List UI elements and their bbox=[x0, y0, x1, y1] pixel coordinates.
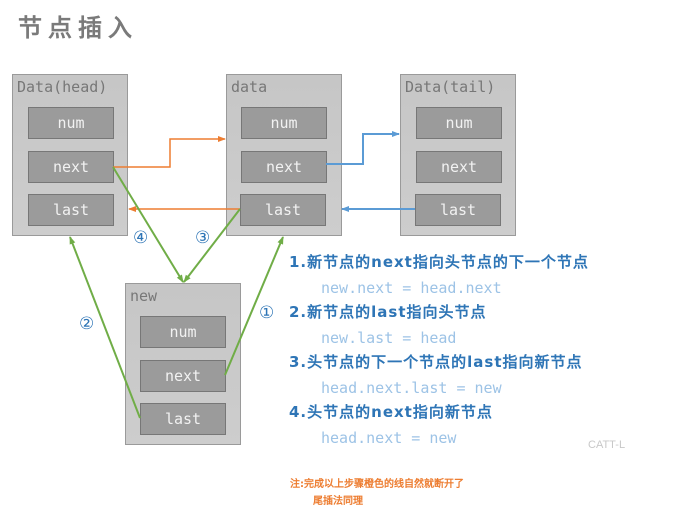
step-marker-3: ③ bbox=[195, 228, 211, 248]
step-marker-2: ② bbox=[79, 314, 95, 334]
step1-new-next-to-data-line bbox=[224, 236, 284, 376]
node-label: Data(tail) bbox=[405, 78, 496, 96]
step3-data-last-to-new-line bbox=[183, 208, 241, 283]
step-code: new.last = head bbox=[321, 329, 457, 347]
field-next: next bbox=[140, 360, 226, 392]
page-title: 节点插入 bbox=[18, 13, 138, 42]
field-next: next bbox=[241, 151, 327, 183]
step-code: new.next = head.next bbox=[321, 279, 502, 297]
field-num: num bbox=[28, 107, 114, 139]
node-label: Data(head) bbox=[17, 78, 108, 96]
step4-head-next-to-new-line bbox=[112, 166, 184, 283]
note-line-2: 尾插法同理 bbox=[313, 496, 363, 507]
field-last: last bbox=[140, 403, 226, 435]
field-next: next bbox=[416, 151, 502, 183]
step-title: 4.头节点的next指向新节点 bbox=[289, 403, 493, 421]
field-last: last bbox=[240, 194, 326, 226]
steps-list: 1.新节点的next指向头节点的下一个节点 new.next = head.ne… bbox=[289, 251, 589, 451]
data-next-to-tail-line bbox=[326, 131, 400, 165]
note-line-1: 注:完成以上步骤橙色的线自然就断开了 bbox=[290, 479, 464, 490]
step-marker-1: ① bbox=[259, 303, 275, 323]
step-title: 1.新节点的next指向头节点的下一个节点 bbox=[289, 253, 589, 271]
head-node: Data(head) num next last bbox=[12, 74, 128, 236]
field-last: last bbox=[28, 194, 114, 226]
step-code: head.next = new bbox=[321, 429, 457, 447]
node-label: data bbox=[231, 78, 268, 96]
step-title: 2.新节点的last指向头节点 bbox=[289, 303, 487, 321]
step-code: head.next.last = new bbox=[321, 379, 502, 397]
new-node: new num next last bbox=[125, 283, 241, 445]
tail-node: Data(tail) num next last bbox=[400, 74, 516, 236]
head-next-to-data-line bbox=[113, 136, 226, 168]
step-marker-4: ④ bbox=[133, 228, 149, 248]
field-last: last bbox=[415, 194, 501, 226]
field-num: num bbox=[241, 107, 327, 139]
data-node: data num next last bbox=[226, 74, 342, 236]
watermark: CATT-L bbox=[588, 439, 626, 451]
note: 注:完成以上步骤橙色的线自然就断开了 尾插法同理 bbox=[290, 476, 464, 510]
field-num: num bbox=[416, 107, 502, 139]
step2-new-last-to-head-line bbox=[69, 236, 141, 419]
node-label: new bbox=[130, 287, 158, 305]
field-num: num bbox=[140, 316, 226, 348]
field-next: next bbox=[28, 151, 114, 183]
step-title: 3.头节点的下一个节点的last指向新节点 bbox=[289, 353, 583, 371]
